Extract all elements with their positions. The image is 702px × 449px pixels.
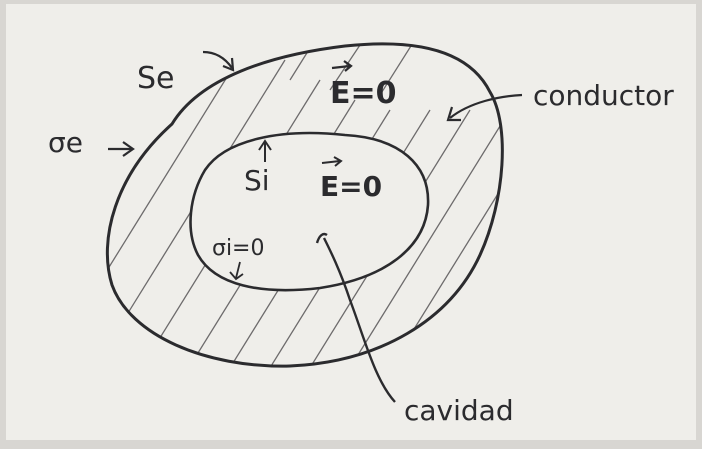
paper-sheet [6, 4, 696, 440]
cavity-pointer-hook [315, 232, 328, 244]
conductor-field-vector-arrow [331, 60, 353, 72]
outer-boundary [105, 42, 504, 368]
outer-surface-label: Se [137, 61, 175, 96]
conductor-arrowhead [446, 106, 461, 122]
inner-surface-label: Si [244, 164, 270, 197]
conductor-arrow [449, 93, 523, 119]
inner-charge-label: σi=0 [212, 236, 265, 261]
cavity-field-label: E=0 [320, 170, 382, 203]
inner-charge-arrow [229, 261, 244, 281]
cavity-pointer [322, 237, 396, 403]
inner-surface-arrow [258, 139, 272, 162]
outer-surface-arrow [202, 50, 233, 69]
cavity-boundary [189, 131, 430, 292]
cavity-field-vector-arrow [321, 156, 343, 167]
outer-charge-label: σe [48, 126, 83, 159]
cavity-label: cavidad [404, 394, 514, 427]
outer-charge-arrowhead [122, 141, 135, 157]
outer-surface-arrowhead [222, 57, 235, 72]
conductor-label: conductor [533, 79, 674, 112]
conductor-field-label: E=0 [330, 76, 397, 111]
